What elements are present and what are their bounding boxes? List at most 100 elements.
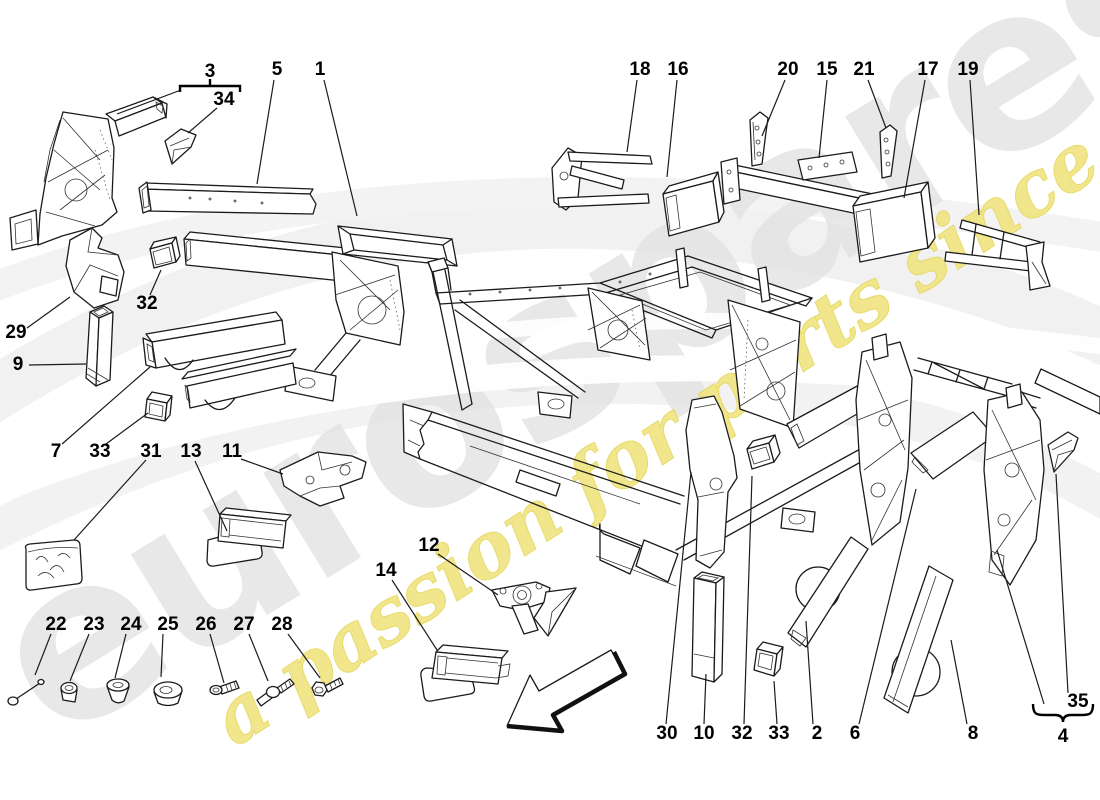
part-9-pillar xyxy=(85,305,114,387)
part-label-7: 7 xyxy=(51,441,62,462)
leader-line-15 xyxy=(818,79,828,159)
part-label-2: 2 xyxy=(812,723,823,744)
part-2-side-element xyxy=(780,333,913,648)
part-label-16: 16 xyxy=(667,59,688,80)
part-label-28: 28 xyxy=(271,614,292,635)
part-label-27: 27 xyxy=(233,614,254,635)
part-23-bushing xyxy=(60,681,78,703)
part-18-bracket xyxy=(551,147,653,211)
part-5-beam xyxy=(138,181,317,215)
part-35-wedge xyxy=(1047,431,1079,473)
part-label-4: 4 xyxy=(1058,726,1069,747)
part-11-bracket xyxy=(279,451,367,507)
part-label-17: 17 xyxy=(917,59,938,80)
part-label-13: 13 xyxy=(180,441,201,462)
part-14-bracket xyxy=(420,644,511,702)
part-8-beam xyxy=(883,565,954,714)
part-label-18: 18 xyxy=(629,59,650,80)
part-label-15: 15 xyxy=(816,59,838,80)
leader-line-32L xyxy=(149,269,162,296)
part-label-33L: 33 xyxy=(89,441,110,462)
part-label-5: 5 xyxy=(272,59,283,80)
part-label-3: 3 xyxy=(205,61,216,82)
part-27-stud xyxy=(256,678,295,707)
part-label-19: 19 xyxy=(957,59,978,80)
part-34-wedge xyxy=(164,128,197,165)
part-22-rivet xyxy=(7,678,45,706)
leader-line-21 xyxy=(867,79,887,129)
leader-line-8 xyxy=(950,639,968,725)
leader-line-18 xyxy=(626,79,638,153)
group-leader-line-0 xyxy=(996,549,1045,705)
leader-line-28 xyxy=(287,633,321,679)
part-label-23: 23 xyxy=(83,614,104,635)
part-label-34: 34 xyxy=(213,89,235,110)
direction-arrow xyxy=(506,649,628,734)
leader-line-22 xyxy=(34,633,52,676)
leader-line-2 xyxy=(805,620,814,725)
group-bracket-3 xyxy=(178,79,242,92)
part-label-10: 10 xyxy=(693,723,714,744)
part-label-14: 14 xyxy=(375,560,397,581)
part-4-side-element xyxy=(983,368,1100,586)
leader-line-17 xyxy=(903,79,926,199)
part-3-beam xyxy=(105,96,168,137)
main-frame-rear-chassis xyxy=(402,247,1041,587)
leader-line-33R xyxy=(773,680,778,725)
leader-line-6 xyxy=(858,488,917,725)
leader-line-9 xyxy=(28,363,87,366)
part-33-right-sleeve xyxy=(753,641,784,677)
leader-line-23 xyxy=(69,633,90,682)
leader-line-20 xyxy=(761,79,786,137)
leader-line-35 xyxy=(1055,473,1069,694)
leader-line-25 xyxy=(160,633,164,678)
leader-line-14 xyxy=(391,579,438,651)
part-label-33R: 33 xyxy=(768,723,789,744)
part-32-left-sleeve xyxy=(149,236,181,269)
leader-line-7 xyxy=(61,366,151,445)
part-19-bracket xyxy=(944,219,1051,291)
leader-line-3 xyxy=(116,89,182,115)
leader-line-5 xyxy=(256,79,275,185)
watermark-stripe xyxy=(0,312,1100,454)
part-label-29: 29 xyxy=(5,322,26,343)
part-26-bolt xyxy=(209,680,240,696)
group-bracket-4 xyxy=(1031,703,1095,723)
part-label-25: 25 xyxy=(157,614,179,635)
leader-line-33L xyxy=(105,412,149,445)
part-21-tab-bracket xyxy=(879,124,898,179)
part-label-35: 35 xyxy=(1067,691,1089,712)
part-label-32R: 32 xyxy=(731,723,752,744)
part-1-element-subassembly xyxy=(181,225,458,411)
leader-line-19 xyxy=(969,79,980,216)
part-label-31: 31 xyxy=(140,441,162,462)
part-31-pad xyxy=(24,539,83,591)
leader-line-1 xyxy=(323,79,358,217)
part-3-side-element-panel xyxy=(9,111,118,251)
part-label-21: 21 xyxy=(853,59,875,80)
leader-line-26 xyxy=(209,633,225,684)
leader-line-13 xyxy=(194,460,228,532)
part-label-6: 6 xyxy=(850,723,861,744)
part-label-20: 20 xyxy=(777,59,798,80)
leader-line-11 xyxy=(240,458,284,475)
part-28-flange-bolt xyxy=(311,677,344,697)
leader-line-34 xyxy=(187,107,218,134)
part-label-24: 24 xyxy=(120,614,142,635)
part-label-11: 11 xyxy=(222,441,243,462)
leader-line-16 xyxy=(666,79,678,178)
part-label-30: 30 xyxy=(656,723,677,744)
part-32-right-sleeve xyxy=(746,434,781,470)
part-30-bracket xyxy=(685,395,738,569)
part-label-9: 9 xyxy=(13,354,24,375)
part-label-8: 8 xyxy=(968,723,979,744)
leader-line-12 xyxy=(437,553,499,596)
leader-line-32R xyxy=(743,475,753,725)
part-label-32L: 32 xyxy=(136,293,157,314)
part-label-1: 1 xyxy=(315,59,326,80)
part-13-bracket xyxy=(206,507,292,567)
part-16-sleeve xyxy=(662,171,725,237)
part-25-bushing xyxy=(153,681,183,707)
